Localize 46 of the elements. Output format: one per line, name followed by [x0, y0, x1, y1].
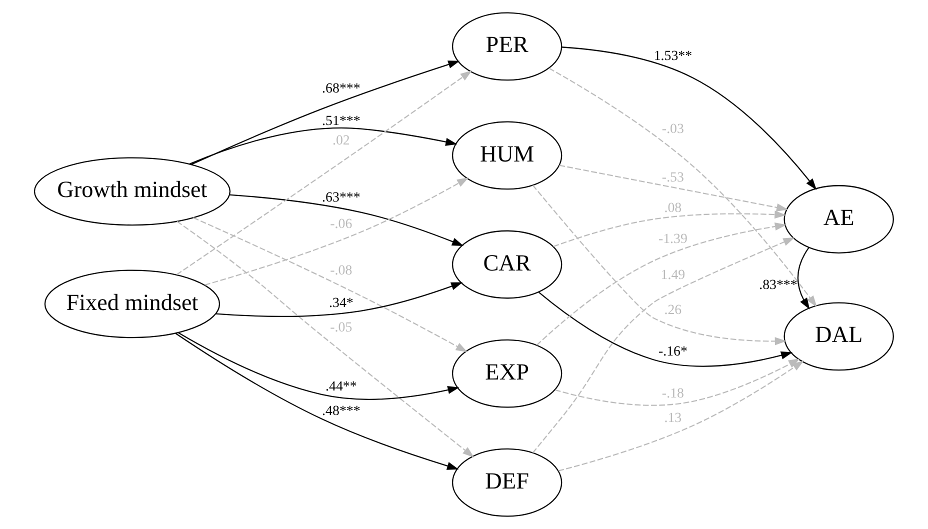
- arrow: [553, 210, 786, 248]
- edge-label: .26: [664, 302, 682, 318]
- edge-label: -1.39: [658, 232, 688, 248]
- edge-label: -.03: [662, 122, 684, 137]
- arrow: [216, 282, 463, 317]
- arrow: [538, 292, 793, 367]
- arrow: [178, 332, 460, 400]
- edge-label: -.18: [662, 386, 684, 402]
- edge-label: -.06: [330, 217, 352, 232]
- edge-label: .68***: [322, 81, 360, 96]
- arrow: [559, 164, 788, 212]
- arrow: [558, 360, 804, 472]
- arrow: [189, 127, 458, 165]
- edge-label: 1.49: [660, 268, 686, 284]
- arrow: [175, 332, 459, 470]
- edge-label: .08: [664, 200, 682, 216]
- edge-label: -.53: [662, 170, 684, 186]
- arrow: [554, 358, 800, 406]
- arrow: [797, 247, 810, 310]
- node-ellipse: EXP: [452, 339, 562, 408]
- node-ellipse: Fixed mindset: [44, 270, 220, 338]
- arrow: [562, 46, 817, 190]
- edge-label: 1.53**: [654, 48, 692, 64]
- edge-label: .13: [664, 410, 682, 426]
- edge-label: .63***: [322, 190, 360, 206]
- arrow: [176, 70, 472, 276]
- edge-label: -.08: [330, 263, 352, 278]
- edge-label: -.05: [330, 320, 352, 336]
- edge-label: .48***: [322, 404, 360, 419]
- arrow: [532, 237, 795, 454]
- node-ellipse: HUM: [452, 121, 562, 190]
- arrow: [532, 184, 786, 346]
- edge-label: .34*: [329, 296, 354, 311]
- arrow: [204, 178, 469, 286]
- edge-label: -.16*: [658, 344, 688, 360]
- edge-label: .83***: [759, 278, 798, 294]
- edge-label: .02: [332, 134, 350, 149]
- arrow: [548, 68, 817, 308]
- arrow: [176, 220, 474, 458]
- edge-label: .51***: [322, 114, 360, 129]
- arrow: [193, 217, 468, 352]
- arrow: [229, 194, 464, 246]
- edge-label: .44**: [326, 379, 357, 394]
- arrow: [536, 222, 787, 346]
- node-ellipse: Growth mindset: [34, 157, 231, 226]
- arrow: [191, 60, 460, 166]
